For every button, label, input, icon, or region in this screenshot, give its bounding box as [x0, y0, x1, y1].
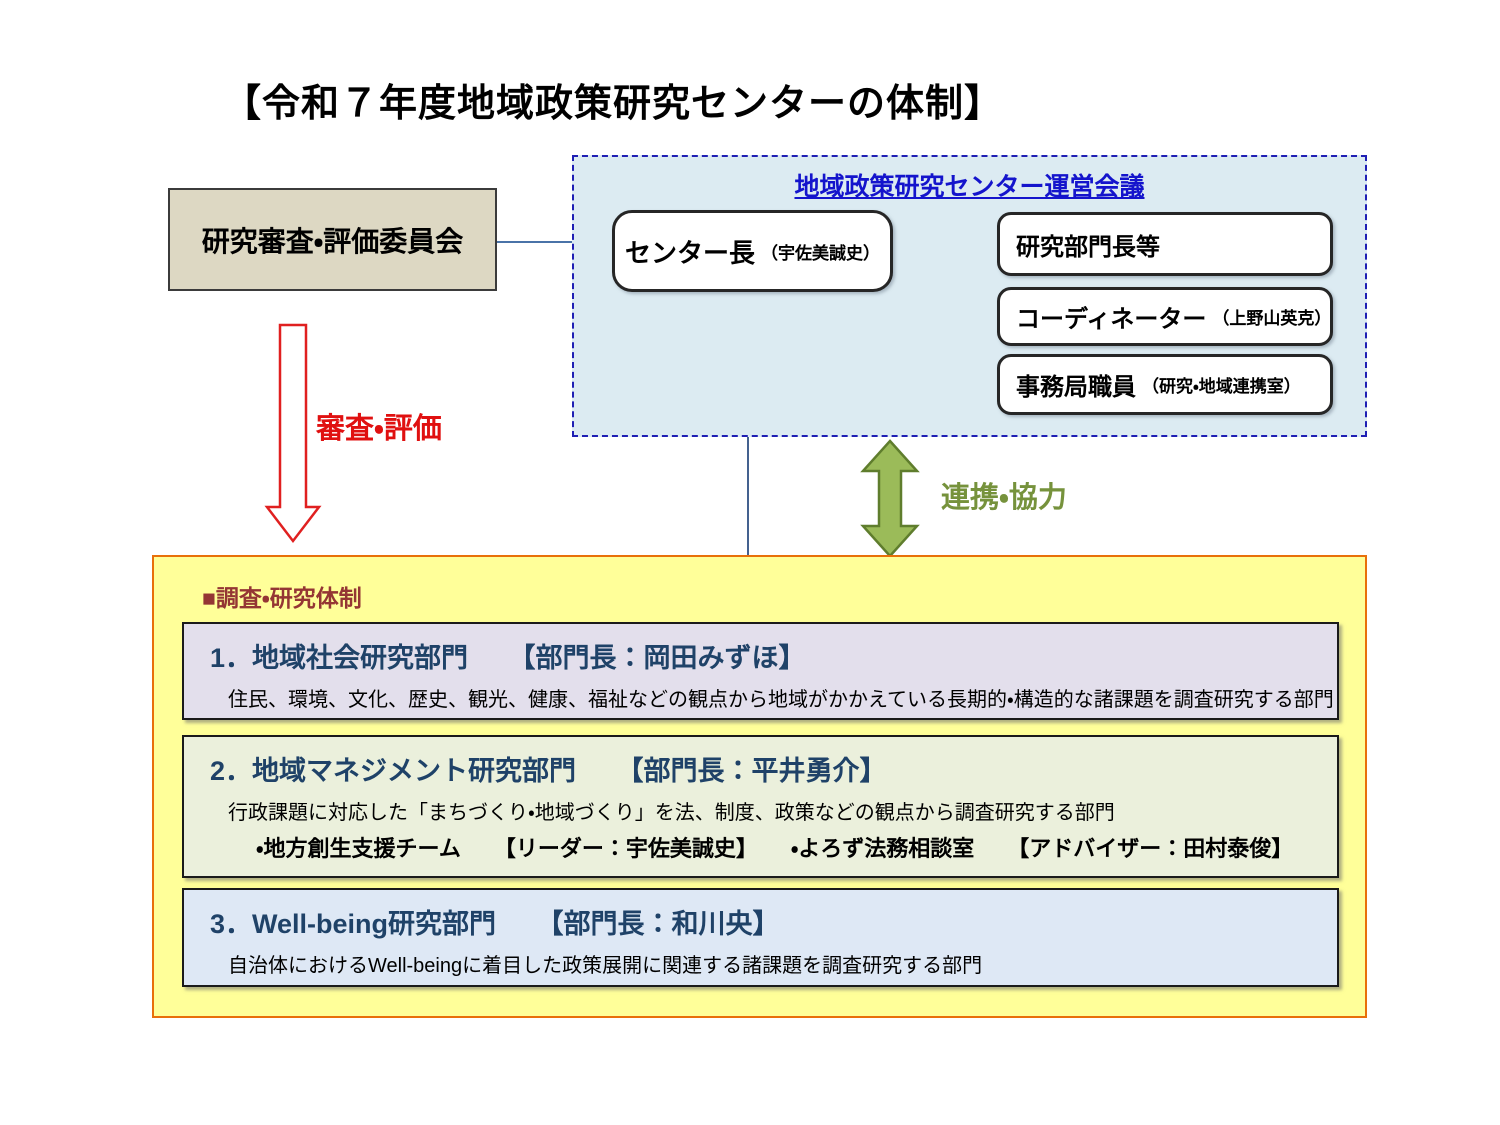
member-box-secretariat: 事務局職員 （研究・地域連携室）: [997, 354, 1333, 415]
member-box-coordinator: コーディネーター （上野山英克）: [997, 287, 1333, 346]
center-director-role: センター長: [624, 237, 755, 268]
page-title: 【令和７年度地域政策研究センターの体制】: [222, 83, 1003, 125]
research-structure-panel: ■調査・研究体制 1．地域社会研究部門 【部門長：岡田みずほ】 住民、環境、文化…: [152, 555, 1367, 1018]
member-name: （研究・地域連携室）: [1142, 377, 1301, 396]
research-structure-heading: ■調査・研究体制: [202, 585, 362, 611]
section-description: 自治体におけるWell-beingに着目した政策展開に関連する諸課題を調査研究す…: [228, 955, 983, 977]
review-committee-label: 研究審査・評価委員会: [201, 225, 464, 257]
section-wellbeing: 3．Well-being研究部門 【部門長：和川央】 自治体におけるWell-b…: [182, 888, 1339, 987]
section-title: 3．Well-being研究部門 【部門長：和川央】: [210, 909, 780, 939]
section-title: 1．地域社会研究部門 【部門長：岡田みずほ】: [210, 643, 806, 673]
review-committee-box: 研究審査・評価委員会: [168, 188, 497, 291]
section-subteams: ・地方創生支援チーム 【リーダー：宇佐美誠史】 ・よろず法務相談室 【アドバイザ…: [256, 836, 1294, 861]
center-director-box: センター長 （宇佐美誠史）: [612, 210, 893, 292]
section-description: 住民、環境、文化、歴史、観光、健康、福祉などの観点から地域がかかえている長期的・…: [228, 689, 1334, 711]
member-name: （上野山英克）: [1212, 309, 1332, 328]
cooperation-arrow-label: 連携・協力: [941, 482, 1067, 514]
section-title: 2．地域マネジメント研究部門 【部門長：平井勇介】: [210, 756, 887, 786]
center-director-name: （宇佐美誠史）: [761, 243, 880, 263]
member-role: 事務局職員: [1016, 374, 1136, 401]
member-role: 研究部門長等: [1016, 233, 1160, 261]
member-box-research-heads: 研究部門長等: [997, 212, 1333, 276]
council-panel: 地域政策研究センター運営会議 センター長 （宇佐美誠史） 研究部門長等 コーディ…: [572, 155, 1367, 437]
member-role: コーディネーター: [1016, 306, 1207, 333]
section-regional-management: 2．地域マネジメント研究部門 【部門長：平井勇介】 行政課題に対応した「まちづく…: [182, 735, 1339, 878]
review-arrow-label: 審査・評価: [316, 413, 442, 445]
council-title: 地域政策研究センター運営会議: [794, 173, 1145, 201]
section-regional-society: 1．地域社会研究部門 【部門長：岡田みずほ】 住民、環境、文化、歴史、観光、健康…: [182, 622, 1339, 720]
section-description: 行政課題に対応した「まちづくり・地域づくり」を法、制度、政策などの観点から調査研…: [228, 802, 1115, 824]
